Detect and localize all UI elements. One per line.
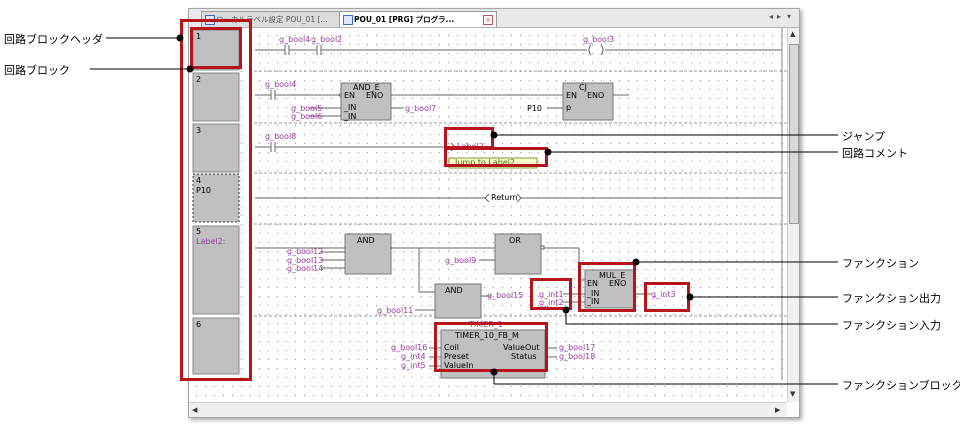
output-label[interactable]: g_bool17 [559,343,596,352]
annotation-rung-comment: 回路コメント [842,147,908,160]
contact-label[interactable]: g_bool4 [265,80,297,89]
rung-number: 2 [196,75,202,84]
pin-in: _IN [587,289,600,298]
pin-in: _IN [587,297,600,306]
rung-number: 3 [196,126,202,135]
function-input-highlight [530,278,572,310]
jump-highlight [444,127,494,149]
input-label[interactable]: g_bool12 [287,247,324,256]
pin-coil: Coil [444,343,459,352]
rung-block-highlight [180,19,252,381]
pin-en: EN [587,279,599,288]
contact-label[interactable]: g_bool2 [311,35,343,44]
return-label: Return [491,193,518,202]
ladder-icon [343,15,353,25]
block-name: TIMER_10_FB_M [455,331,519,340]
block-name: CJ [579,83,587,92]
pin-valuein: ValueIn [444,361,474,370]
pin-en: EN [344,91,356,100]
input-label[interactable]: g_bool6 [291,112,323,121]
input-label[interactable]: g_bool16 [391,343,428,352]
rung-comment-highlight [444,147,548,167]
tab-prev-icon[interactable]: ◂ [769,12,774,21]
pin-eno: ENO [587,91,605,100]
ladder-diagram[interactable]: 1 2 3 4 P10 5 Label2: 6 g_bool4 g_bool2 … [189,28,787,402]
block-name: AND [357,236,375,245]
rung-number: 6 [196,320,202,329]
pin-p: p [566,103,572,112]
block-name: OR [509,236,521,245]
annotation-function-block: ファンクションブロック [842,379,960,392]
input-label[interactable]: g_bool14 [287,264,324,273]
scroll-down-icon[interactable]: ▼ [790,390,796,398]
block-name: AND_E [353,83,380,92]
scroll-left-icon[interactable]: ◀ [192,406,198,414]
pin-eno: ENO [366,91,384,100]
tab-label: POU_01 [PRG] プログラ... [354,15,455,24]
contact-label[interactable]: g_bool8 [265,132,297,141]
pin-status: Status [511,352,537,361]
function-highlight [578,262,636,312]
rung-number: 4 [196,176,202,185]
input-label[interactable]: g_int4 [401,352,426,361]
output-label[interactable]: g_bool18 [559,352,596,361]
tab-bar: ローカルラベル設定 POU_01 [... POU_01 [PRG] プログラ.… [189,9,799,28]
rung-label: Label2: [196,237,226,246]
vertical-scrollbar[interactable]: ▲ ▼ [787,28,799,402]
input-label[interactable]: g_bool5 [291,104,323,113]
scroll-right-icon[interactable]: ▶ [775,406,781,414]
output-label[interactable]: g_bool15 [487,291,524,300]
input-label[interactable]: g_int5 [401,361,426,370]
annotation-rung-header: 回路ブロックヘッダ [4,33,103,46]
function-output-highlight [644,282,690,312]
pointer-label[interactable]: P10 [527,104,543,113]
function-block-highlight [434,322,548,372]
rung-header-highlight [190,27,242,69]
close-icon[interactable]: × [483,15,493,25]
rung-comment[interactable]: Jump to Label2 [455,158,516,167]
ladder-editor-window: ローカルラベル設定 POU_01 [... POU_01 [PRG] プログラ.… [188,8,800,418]
horizontal-scrollbar[interactable]: ◀ ▶ [189,402,787,417]
block-name: MUL_E [599,271,626,280]
pin-en: EN [566,91,578,100]
contact-label[interactable]: g_bool4 [279,35,311,44]
input-label[interactable]: g_bool11 [377,306,414,315]
output-label[interactable]: g_bool7 [405,104,437,113]
rung-pointer-label: P10 [196,186,212,195]
function-input-label[interactable]: g_int2 [539,298,564,307]
coil-label[interactable]: g_bool3 [583,35,615,44]
pin-valueout: ValueOut [503,343,540,352]
input-label[interactable]: g_bool13 [287,256,324,265]
function-input-label[interactable]: g_int1 [539,290,564,299]
scroll-up-icon[interactable]: ▲ [790,30,796,38]
tab-label: ローカルラベル設定 POU_01 [... [216,15,328,24]
pin-preset: Preset [444,352,469,361]
annotation-jump: ジャンプ [842,130,886,143]
pin-in: _IN [344,103,357,112]
tab-pou-program[interactable]: POU_01 [PRG] プログラ... × [339,11,497,27]
ladder-graphics [191,28,787,380]
rung-number: 1 [196,32,202,41]
annotation-function-output: ファンクション出力 [842,292,941,305]
input-label[interactable]: g_bool9 [445,256,477,265]
annotation-function: ファンクション [842,257,919,270]
pin-in: _IN [344,112,357,121]
annotation-rung-block: 回路ブロック [4,64,70,77]
tab-next-icon[interactable]: ▸ [777,12,782,21]
vertical-scroll-thumb[interactable] [789,44,799,224]
pin-eno: ENO [609,279,627,288]
function-output-label[interactable]: g_int3 [651,290,676,299]
rung-number: 5 [196,227,202,236]
block-name: AND [445,286,463,295]
annotation-function-input: ファンクション入力 [842,319,941,332]
tab-menu-icon[interactable]: ▾ [787,12,792,21]
